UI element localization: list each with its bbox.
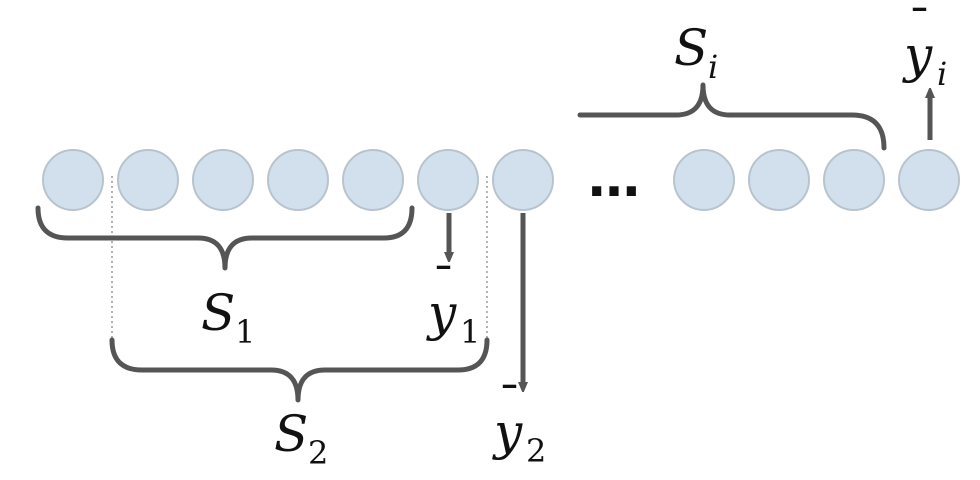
token-circle: [342, 149, 404, 211]
sequence-ellipsis: …: [588, 149, 640, 209]
window-1-label: S 1: [201, 284, 255, 351]
svg-text:1: 1: [235, 313, 255, 351]
output-i-label: ¯ y i: [902, 0, 947, 93]
token-circle: [898, 149, 960, 211]
svg-text:¯: ¯: [498, 376, 521, 430]
token-circle: [823, 149, 885, 211]
token-circle: [417, 149, 479, 211]
svg-text:S: S: [274, 405, 308, 463]
svg-text:S: S: [201, 284, 235, 342]
token-circle: [192, 149, 254, 211]
svg-text:y: y: [902, 26, 933, 84]
svg-text:S: S: [674, 19, 708, 77]
svg-text:¯: ¯: [432, 257, 455, 311]
window-1-brace: [35, 205, 415, 271]
svg-text:y: y: [426, 284, 457, 342]
window-2-label: S 2: [274, 405, 328, 472]
svg-text:2: 2: [308, 434, 328, 472]
window-i-label: S i: [674, 19, 718, 86]
svg-text:i: i: [708, 48, 718, 86]
token-circle: [117, 149, 179, 211]
token-circle: [42, 149, 104, 211]
token-sequence: [42, 149, 960, 211]
window-2-brace: [109, 337, 490, 403]
token-circle: [492, 149, 554, 211]
svg-text:y: y: [492, 403, 523, 461]
token-circle: [748, 149, 810, 211]
output-1-label: ¯ y 1: [426, 257, 480, 351]
token-circle: [673, 149, 735, 211]
output-2-label: ¯ y 2: [492, 376, 546, 470]
svg-text:1: 1: [460, 313, 480, 351]
token-circle: [267, 149, 329, 211]
svg-text:i: i: [937, 55, 947, 93]
svg-text:2: 2: [526, 432, 546, 470]
svg-text:¯: ¯: [908, 0, 931, 53]
window-i-brace: [577, 82, 887, 151]
